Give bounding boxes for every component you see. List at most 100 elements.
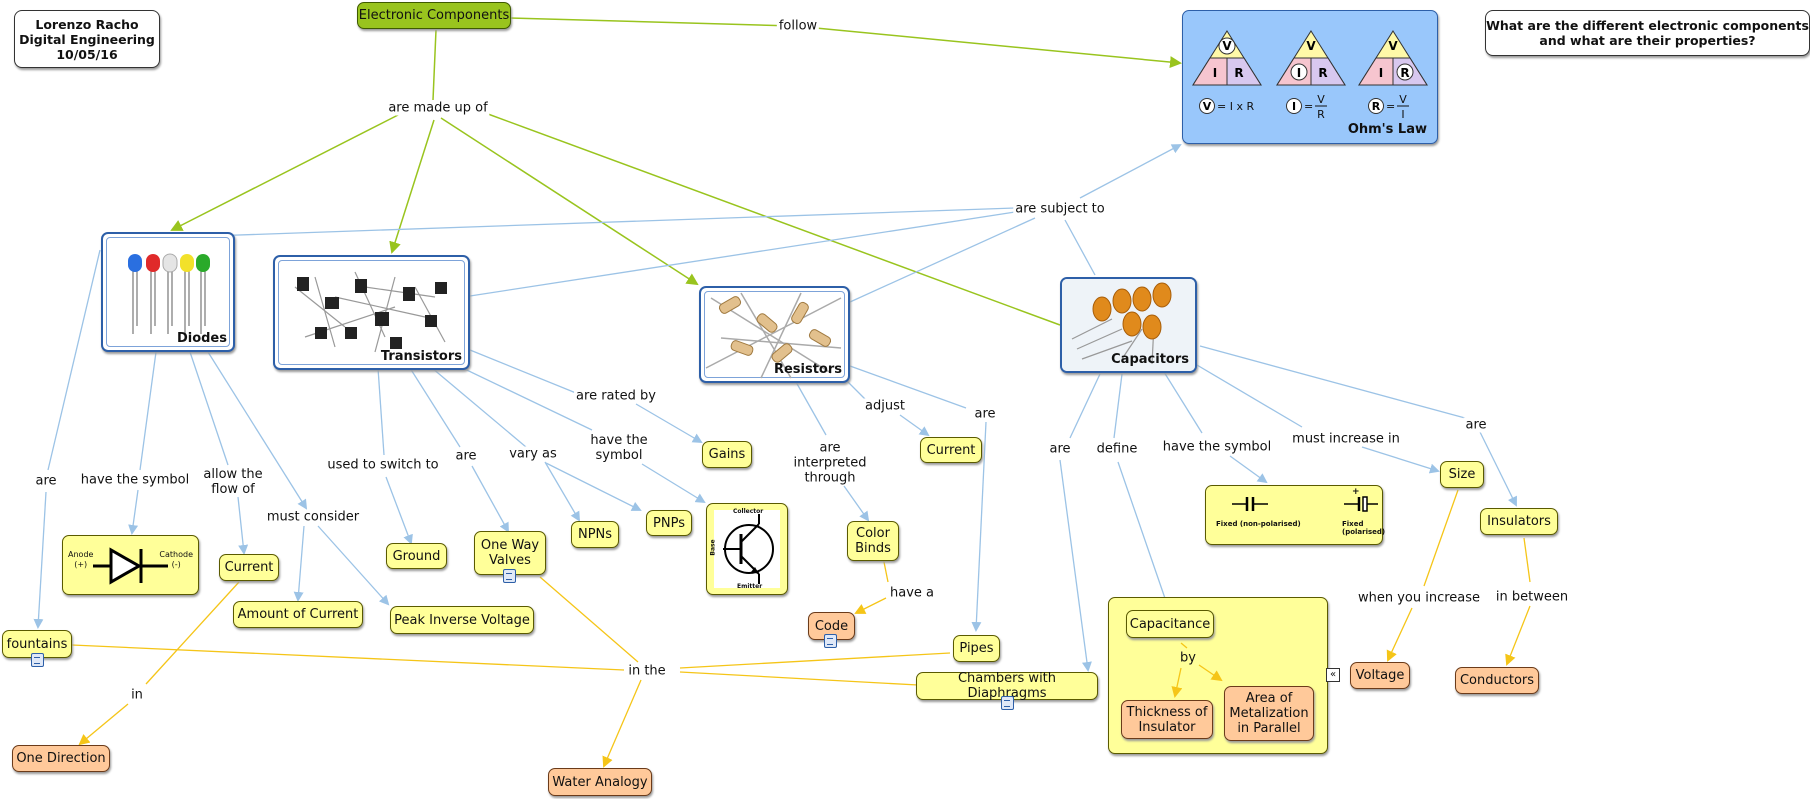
link-cap-havesym (1163, 371, 1203, 434)
label-must-consider: must consider (264, 509, 362, 525)
link-vary-npns (544, 461, 581, 522)
node-ground[interactable]: Ground (386, 543, 447, 569)
link-used-ground (385, 476, 413, 545)
capacitor-symbol-box[interactable]: + Fixed (non-polarised) Fixed (polarised… (1205, 485, 1385, 545)
capacitor-fixed-nonpolarised: Fixed (non-polarised) (1216, 520, 1301, 528)
label-used-to-switch: used to switch to (325, 457, 441, 473)
fountains-note-icon[interactable] (31, 653, 44, 667)
link-valves-inthe (539, 576, 639, 663)
transistors-node[interactable]: Transistors (273, 255, 470, 370)
capacitors-node[interactable]: Capacitors (1060, 277, 1197, 373)
link-trans-havesym (449, 361, 593, 431)
svg-text:R: R (1400, 66, 1409, 80)
link-are-fountains (33, 491, 47, 629)
link-allow-current (237, 496, 249, 555)
ohms-law-image[interactable]: V I R V I R V I R (1182, 10, 1438, 144)
link-trans-vary (431, 367, 527, 448)
label-have-a: have a (888, 585, 936, 601)
transistor-emitter-label: Emitter (737, 583, 763, 590)
diode-cathode-label: Cathode (-) (159, 550, 193, 569)
svg-text:R: R (1318, 66, 1327, 80)
chambers-note-icon[interactable] (1001, 696, 1014, 710)
node-one-direction[interactable]: One Direction (12, 745, 110, 772)
link-define-capacitance (1117, 461, 1171, 609)
node-current-resistor[interactable]: Current (920, 437, 982, 463)
transistor-symbol-box[interactable]: Collector Base Emitter (706, 503, 788, 595)
svg-text:I: I (1292, 100, 1296, 113)
link-cap-define (1113, 373, 1123, 439)
label-are-rated-by: are rated by (574, 388, 658, 404)
node-water-analogy[interactable]: Water Analogy (548, 768, 652, 796)
valves-note-icon[interactable] (503, 569, 516, 583)
diode-symbol-icon (93, 547, 168, 585)
node-peak-inverse-voltage[interactable]: Peak Inverse Voltage (390, 606, 534, 634)
ohm1-v: V (1222, 39, 1232, 53)
svg-text:V: V (1399, 93, 1407, 106)
resistors-caption: Resistors (773, 362, 842, 377)
link-must-amount (293, 525, 305, 602)
svg-text:=: = (1304, 100, 1313, 113)
link-must-peak (317, 525, 390, 606)
node-npns[interactable]: NPNs (571, 521, 619, 548)
node-chambers-with-diaphragms[interactable]: Chambers with Diaphragms (916, 671, 1098, 701)
node-area-of-metalization[interactable]: Area of Metalization in Parallel (1224, 686, 1314, 741)
diodes-caption: Diodes (176, 331, 227, 346)
link-res-subject (849, 217, 1036, 303)
node-pnps[interactable]: PNPs (646, 510, 692, 536)
link-cap-areins (1199, 345, 1466, 419)
diodes-node[interactable]: Diodes (101, 232, 235, 352)
node-size[interactable]: Size (1440, 461, 1484, 488)
svg-text:V: V (1306, 39, 1316, 53)
node-amount-of-current[interactable]: Amount of Current (233, 601, 363, 628)
link-size-when (1423, 489, 1459, 587)
node-pipes[interactable]: Pipes (953, 635, 1000, 662)
svg-text:R: R (1234, 66, 1243, 80)
diode-symbol-box[interactable]: Anode (+) Cathode (-) (62, 535, 199, 595)
link-diodes-are (47, 249, 101, 471)
ohms-law-title: Ohm's Law (1347, 122, 1427, 137)
node-gains[interactable]: Gains (702, 441, 752, 468)
label-adjust: adjust (863, 398, 907, 414)
node-insulators[interactable]: Insulators (1480, 508, 1558, 535)
link-insulators-inbetween (1523, 537, 1531, 583)
svg-text:I: I (1213, 66, 1217, 80)
resistors-node[interactable]: Resistors (699, 286, 850, 383)
link-chambers-inthe (679, 671, 919, 686)
link-fountains-inthe (71, 644, 625, 671)
link-madeup-transistors (389, 119, 435, 254)
link-cap-are (1069, 373, 1101, 439)
label-are-pipes: are (972, 406, 998, 422)
svg-text:V: V (1317, 93, 1325, 106)
node-color-binds[interactable]: Color Binds (847, 521, 899, 561)
link-inbetween-conductors (1505, 605, 1531, 666)
svg-text:V: V (1388, 39, 1398, 53)
node-thickness-of-insulator[interactable]: Thickness of Insulator (1121, 700, 1213, 739)
resistors-image (705, 292, 842, 379)
link-diodes-symbol (139, 351, 157, 471)
label-vary-as: vary as (507, 446, 559, 462)
root-node-electronic-components[interactable]: Electronic Components (357, 2, 511, 29)
label-by: by (1178, 650, 1198, 666)
transistors-image (294, 271, 447, 353)
collapse-icon[interactable]: « (1326, 668, 1340, 682)
link-are-valves (471, 465, 509, 533)
link-havesym-capsym (1229, 455, 1268, 484)
code-note-icon[interactable] (824, 634, 837, 648)
node-conductors[interactable]: Conductors (1455, 667, 1539, 694)
capacitance-group[interactable]: Capacitance by Thickness of Insulator Ar… (1108, 597, 1328, 754)
link-trans-used (377, 367, 385, 456)
capacitors-image (1062, 279, 1195, 371)
node-current-diode[interactable]: Current (219, 554, 279, 581)
label-in: in (129, 687, 145, 703)
capacitors-caption: Capacitors (1111, 352, 1189, 367)
link-pipes-inthe (679, 652, 951, 669)
link-diodes-must (207, 351, 308, 510)
label-interpreted: are interpreted through (791, 440, 869, 486)
node-capacitance[interactable]: Capacitance (1126, 610, 1214, 638)
label-are-fountains: are (33, 473, 59, 489)
capacitance-group-links (1171, 642, 1223, 698)
link-areins-insulators (1479, 431, 1517, 507)
diode-anode-label: Anode (+) (68, 550, 94, 569)
node-voltage[interactable]: Voltage (1350, 662, 1410, 689)
